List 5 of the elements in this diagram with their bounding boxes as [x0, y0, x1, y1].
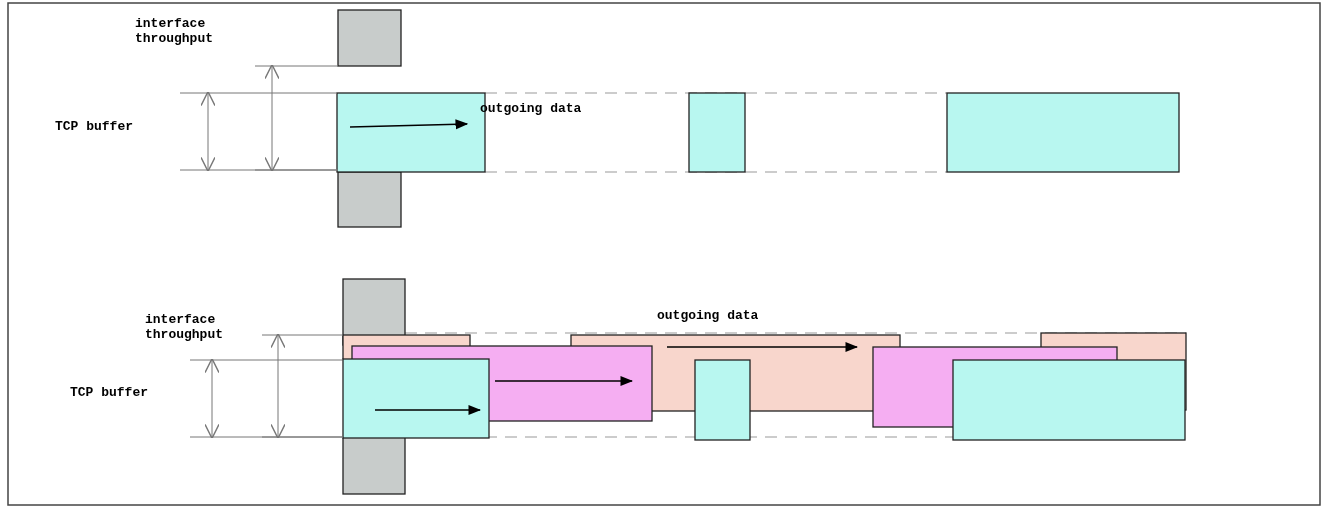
dimension-label: TCP buffer [70, 385, 149, 400]
dimension-label: interface throughput [135, 16, 214, 46]
flow-label: outgoing data [657, 308, 760, 323]
dimension-label: TCP buffer [55, 119, 134, 134]
dimension-label: interface throughput [145, 312, 224, 342]
